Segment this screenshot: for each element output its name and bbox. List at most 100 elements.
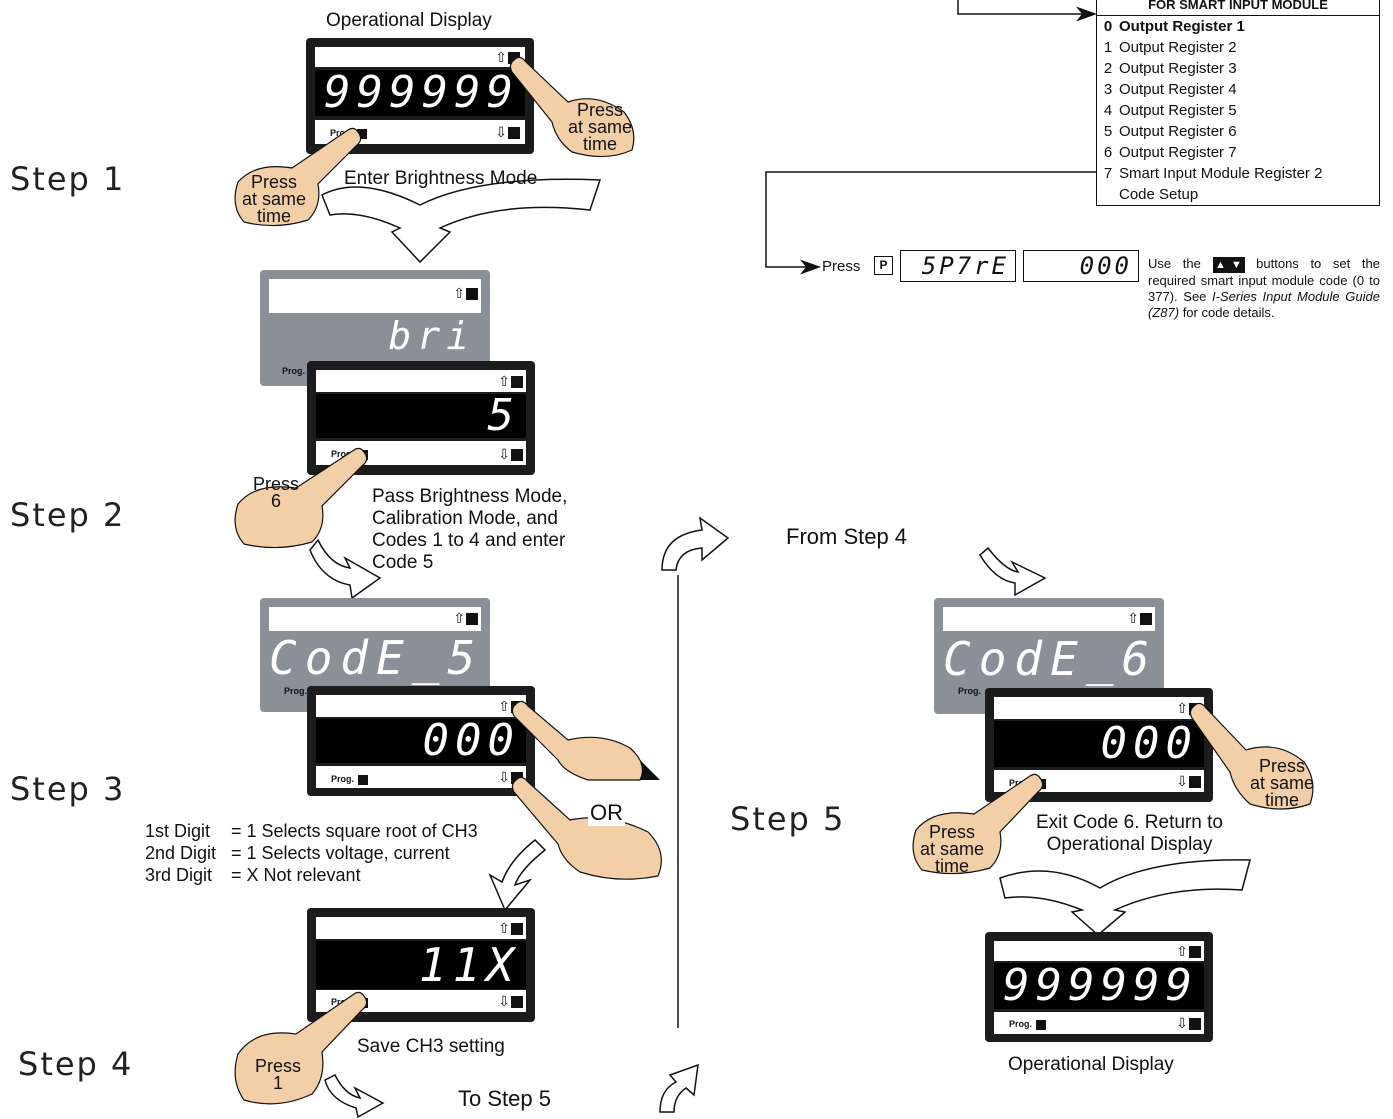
row-code-number: 1 xyxy=(1103,39,1113,56)
down-button-icon[interactable]: ⇩ xyxy=(498,447,523,462)
hand-icon xyxy=(234,127,362,227)
meter-operational-bottom: ⇧ 999999 Prog. ⇩ xyxy=(985,932,1213,1042)
hand-icon xyxy=(234,991,368,1105)
up-button-icon[interactable]: ⇧ xyxy=(498,374,523,389)
display-readout: 5 xyxy=(316,394,526,438)
row-code-number: 6 xyxy=(1103,144,1113,161)
exit-code6-caption: Exit Code 6. Return to Operational Displ… xyxy=(1036,812,1223,855)
row-code-label: Output Register 1 xyxy=(1119,18,1245,35)
up-button-icon[interactable]: ⇧ xyxy=(453,286,478,301)
meter-code6: ⇧ CodE_6 Prog. xyxy=(934,598,1164,714)
display-readout: 999999 xyxy=(315,70,525,116)
row-code-number: 0 xyxy=(1103,18,1113,35)
hand-icon xyxy=(511,700,643,781)
display-readout: 000 xyxy=(994,721,1204,767)
hand-icon xyxy=(1189,702,1314,810)
table-header: FOR SMART INPUT MODULE xyxy=(1097,0,1379,16)
curved-arrow-to-code6 xyxy=(979,546,1047,597)
table-row: 0 Output Register 1 xyxy=(1097,16,1379,37)
step-4-label: Step 4 xyxy=(18,1045,134,1083)
display-readout: 999999 xyxy=(994,963,1204,1009)
step-5-label: Step 5 xyxy=(730,800,846,838)
curved-arrow-step2 xyxy=(309,538,382,600)
table-row: 2 Output Register 3 xyxy=(1097,58,1379,79)
down-button-icon[interactable]: ⇩ xyxy=(1176,1016,1201,1031)
table-row: 7 Smart Input Module Register 2 xyxy=(1097,163,1379,184)
row-code-label: Output Register 3 xyxy=(1119,60,1237,77)
row-code-label: Output Register 4 xyxy=(1119,81,1237,98)
pass-brightness-caption: Pass Brightness Mode, Calibration Mode, … xyxy=(372,486,568,573)
step-1-label: Step 1 xyxy=(10,160,126,198)
save-ch3-caption: Save CH3 setting xyxy=(357,1036,505,1057)
display-readout: CodE_6 xyxy=(943,632,1158,686)
hand-icon xyxy=(509,56,635,158)
row-code-label: Smart Input Module Register 2 xyxy=(1119,165,1323,182)
row-code-number: 5 xyxy=(1103,123,1113,140)
up-button-icon[interactable]: ⇧ xyxy=(1127,611,1152,626)
prog-label[interactable]: Prog. xyxy=(331,774,368,785)
curved-arrow-from-step4 xyxy=(661,516,730,571)
smart-connector-line xyxy=(765,171,1096,275)
from-step4-caption: From Step 4 xyxy=(786,524,908,549)
step-2-label: Step 2 xyxy=(10,496,126,534)
table-row: 6 Output Register 7 xyxy=(1097,142,1379,163)
step-3-label: Step 3 xyxy=(10,770,126,808)
curved-arrow-step4 xyxy=(324,1073,385,1119)
display-readout: 11X xyxy=(316,941,526,989)
chevron-arrow-step1 xyxy=(321,178,602,264)
down-button-icon[interactable]: ⇩ xyxy=(498,994,523,1009)
up-arrow-icon: ▲ xyxy=(1212,256,1229,273)
to-step5-caption: To Step 5 xyxy=(458,1086,551,1111)
smart-lcd-label: 5P7rE xyxy=(900,250,1016,282)
table-row: 3 Output Register 4 xyxy=(1097,79,1379,100)
meter-operational-top: ⇧ 999999 Prog. ⇩ xyxy=(306,38,534,154)
or-label: OR xyxy=(588,800,625,826)
row-code-label: Output Register 7 xyxy=(1119,144,1237,161)
p-key-button[interactable]: P xyxy=(874,256,893,275)
up-button-icon[interactable]: ⇧ xyxy=(1176,944,1201,959)
hand-icon xyxy=(912,773,1044,875)
smart-press-label: Press xyxy=(822,258,861,275)
up-arrow-to-step5 xyxy=(659,1063,699,1113)
down-button-icon[interactable]: ⇩ xyxy=(1176,774,1201,789)
up-button-icon[interactable]: ⇧ xyxy=(498,921,523,936)
down-arrow-icon: ▼ xyxy=(1228,256,1245,273)
table-row: 1 Output Register 2 xyxy=(1097,37,1379,58)
prog-label[interactable]: Prog. xyxy=(958,686,982,696)
down-button-icon[interactable]: ⇩ xyxy=(495,125,520,140)
row-code-number: 2 xyxy=(1103,60,1113,77)
row-code-number: 3 xyxy=(1103,81,1113,98)
row-code-number: 7 xyxy=(1103,165,1113,182)
meter-code5-value: ⇧ 000 Prog. ⇩ xyxy=(307,686,535,796)
operational-display-top-caption: Operational Display xyxy=(326,10,492,31)
chevron-arrow-step5 xyxy=(999,859,1251,936)
smart-lcd-value: 000 xyxy=(1023,250,1139,282)
enter-brightness-caption: Enter Brightness Mode xyxy=(344,168,538,189)
meter-result: ⇧ 11X Prog. ⇩ xyxy=(307,908,535,1022)
up-button-icon[interactable]: ⇧ xyxy=(453,611,478,626)
prog-label[interactable]: Prog. xyxy=(282,366,306,376)
row-code-label: Code Setup xyxy=(1119,186,1199,203)
operational-display-bottom-caption: Operational Display xyxy=(1008,1054,1174,1075)
row-code-number xyxy=(1097,184,1119,205)
row-code-number: 4 xyxy=(1103,102,1113,119)
hand-icon xyxy=(511,776,662,880)
prog-label[interactable]: Prog. xyxy=(1009,1019,1046,1030)
row-code-label: Output Register 2 xyxy=(1119,39,1237,56)
prog-label[interactable]: Prog. xyxy=(284,686,308,696)
hand-icon xyxy=(234,447,368,549)
table-row: Code Setup xyxy=(1097,184,1379,205)
digit-legend: 1st Digit= 1 Selects square root of CH3 … xyxy=(145,821,478,885)
curved-arrow-step3 xyxy=(488,838,547,912)
table-connector-line xyxy=(957,0,1097,22)
smart-setup-note: Use the ▲▼ buttons to set the required s… xyxy=(1148,256,1380,320)
display-readout: 000 xyxy=(316,719,526,763)
